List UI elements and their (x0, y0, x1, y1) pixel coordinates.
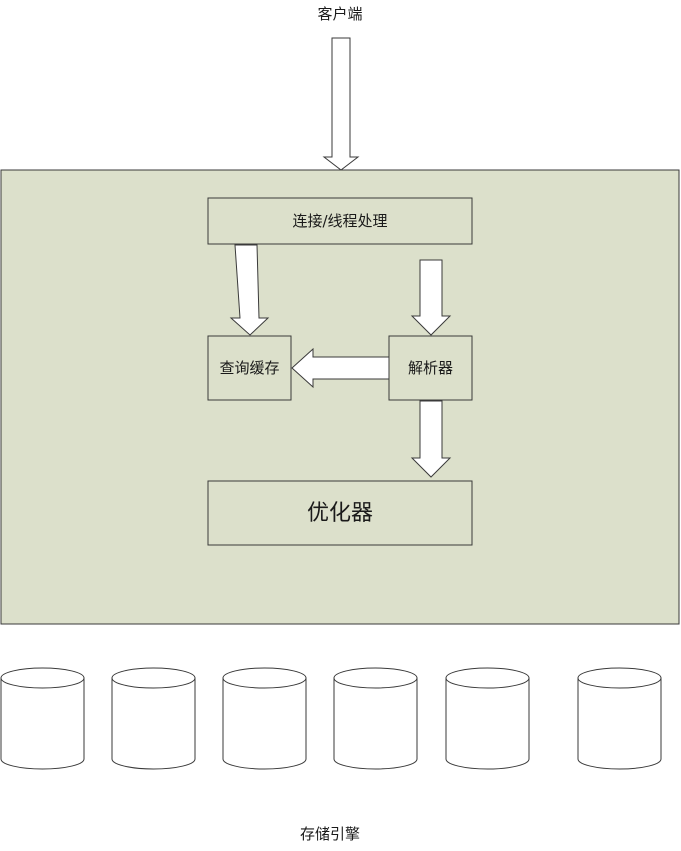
optimizer-label: 优化器 (307, 501, 373, 526)
storage-label: 存储引擎 (300, 825, 360, 843)
storage-engine-cylinder (445, 667, 530, 770)
cylinder-top (333, 667, 418, 689)
server-block (0, 169, 680, 625)
client-to-server-arrow (322, 37, 360, 171)
storage-engine-cylinder (222, 667, 307, 770)
cylinder-body (445, 677, 530, 770)
connection-label: 连接/线程处理 (292, 212, 387, 230)
connection-box (207, 197, 473, 245)
cylinder-top (577, 667, 662, 689)
optimizer-box (207, 480, 473, 546)
storage-engine-cylinder (577, 667, 662, 770)
parser-label: 解析器 (408, 359, 453, 377)
storage-engine-cylinder (111, 667, 196, 770)
parser-to-optimizer-arrow (410, 400, 452, 478)
cylinder-body (0, 677, 85, 770)
parser-box (388, 335, 473, 401)
parser-to-cache-arrow (291, 347, 390, 389)
cylinder-body (577, 677, 662, 770)
storage-engine-cylinder (333, 667, 418, 770)
client-label: 客户端 (317, 5, 362, 23)
cylinder-top (0, 667, 85, 689)
cylinder-top (445, 667, 530, 689)
cylinder-body (111, 677, 196, 770)
connection-to-cache-arrow (229, 244, 270, 336)
connection-to-parser-arrow (410, 259, 452, 336)
storage-engines (0, 667, 662, 770)
cylinder-top (222, 667, 307, 689)
cylinder-body (333, 677, 418, 770)
cylinder-body (222, 677, 307, 770)
cylinder-top (111, 667, 196, 689)
query-cache-box (207, 335, 292, 401)
query-cache-label: 查询缓存 (219, 359, 279, 377)
storage-engine-cylinder (0, 667, 85, 770)
